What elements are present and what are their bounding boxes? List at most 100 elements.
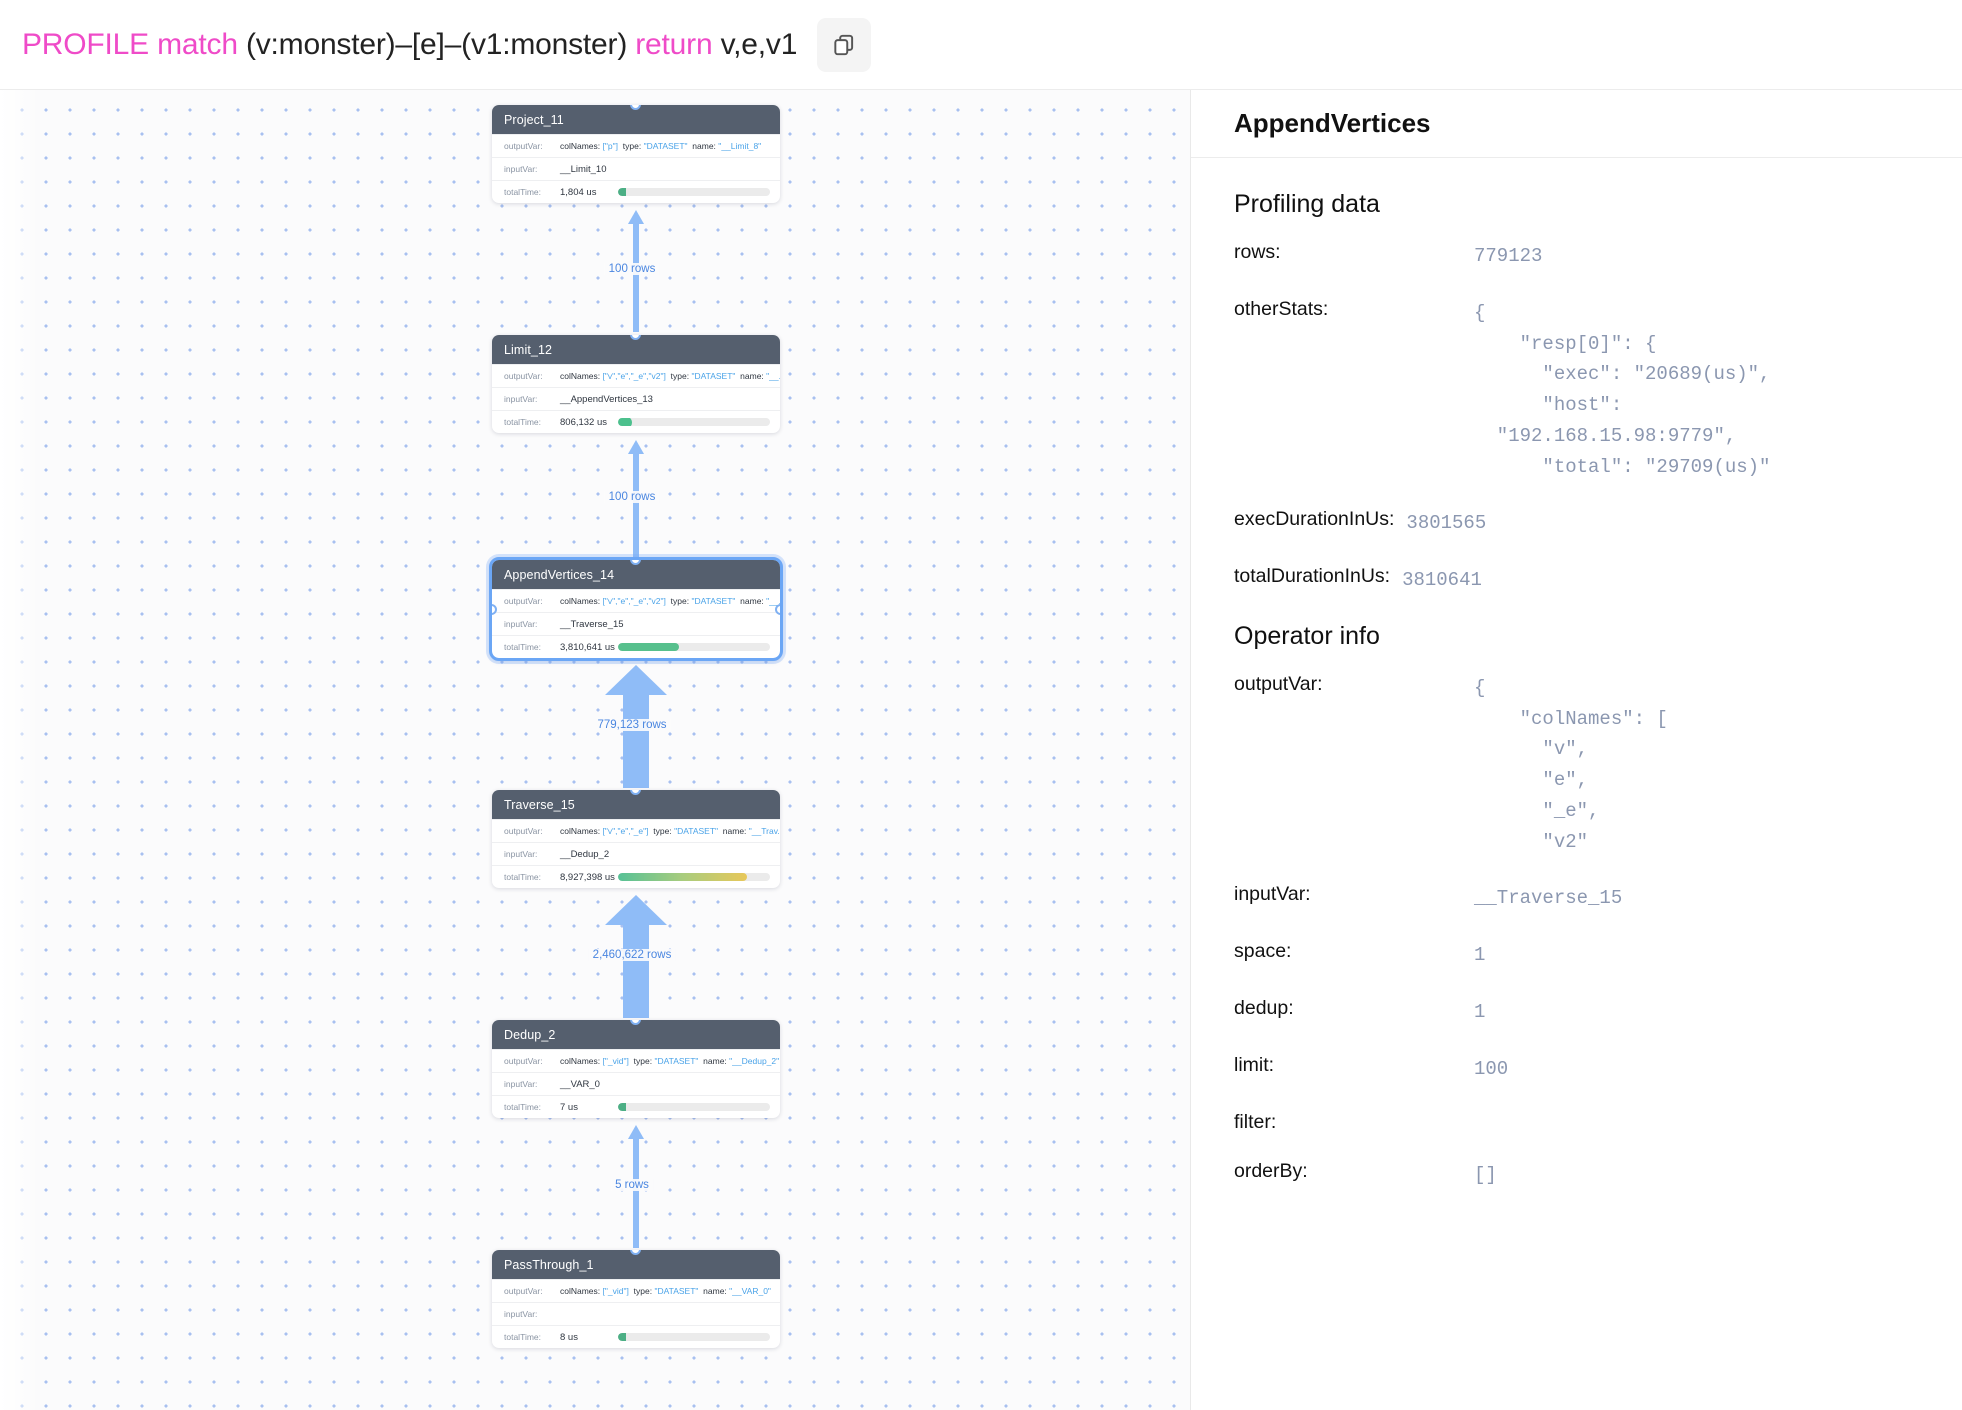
detail-field-value: 1	[1474, 944, 1486, 967]
plan-node-row-value: 1,804 us	[560, 186, 597, 198]
detail-field: limit: 100	[1234, 1054, 1919, 1085]
detail-field-value: 3801565	[1406, 512, 1487, 535]
plan-node-row-key: inputVar:	[504, 1079, 538, 1089]
plan-node-row-value: colNames: ["v","e","_e","v2"] type: "DAT…	[560, 596, 780, 606]
plan-node-title: Dedup_2	[492, 1020, 780, 1049]
plan-node-row-key: outputVar:	[504, 141, 543, 151]
detail-field: totalDurationInUs:3810641	[1234, 565, 1919, 596]
detail-field: space:1	[1234, 940, 1919, 971]
detail-field: dedup:1	[1234, 997, 1919, 1028]
edge-shaft	[633, 224, 639, 332]
total-time-bar	[618, 188, 770, 196]
detail-field-value: { "colNames": [ "v", "e", "_e", "v2"	[1474, 676, 1668, 853]
detail-field-key: outputVar:	[1234, 672, 1323, 695]
operator-detail-panel: AppendVertices Profiling data rows:77912…	[1191, 90, 1962, 1410]
detail-field: inputVar:__Traverse_15	[1234, 883, 1919, 914]
copy-query-button[interactable]	[817, 17, 872, 72]
plan-node-row-value: colNames: ["v","e","_e"] type: "DATASET"…	[560, 826, 780, 836]
detail-field-key: orderBy:	[1234, 1159, 1308, 1182]
node-connector-handle-left[interactable]	[492, 604, 497, 615]
total-time-bar	[618, 1103, 770, 1111]
node-connector-handle-top[interactable]	[630, 790, 641, 795]
plan-node-row: outputVar: colNames: ["p"] type: "DATASET…	[492, 134, 780, 157]
plan-node-row-key: totalTime:	[504, 1332, 542, 1342]
plan-node-row: totalTime: 8 us	[492, 1325, 780, 1348]
edge-shaft	[623, 925, 649, 1018]
node-connector-handle-top[interactable]	[630, 105, 641, 110]
detail-field-key: limit:	[1234, 1053, 1275, 1076]
total-time-bar-fill	[618, 188, 626, 196]
query-fragment: (v:monster)–[e]–(v1:monster)	[237, 27, 636, 61]
query-text: PROFILE match (v:monster)–[e]–(v1:monste…	[22, 28, 797, 62]
query-keyword: match	[157, 27, 238, 61]
plan-node-row-key: totalTime:	[504, 187, 542, 197]
edge-arrowhead	[605, 665, 667, 695]
total-time-bar-fill	[618, 1103, 626, 1111]
node-connector-handle-top[interactable]	[630, 560, 641, 565]
plan-node-row: outputVar: colNames: ["_vid"] type: "DATA…	[492, 1279, 780, 1302]
plan-node-row: totalTime: 1,804 us	[492, 180, 780, 203]
plan-node-row: totalTime: 8,927,398 us	[492, 865, 780, 888]
operator-field-list: outputVar: { "colNames": [ "v", "e", "_e"…	[1234, 673, 1919, 1190]
plan-node-row-value: colNames: ["v","e","_e","v2"] type: "DAT…	[560, 371, 780, 381]
plan-node-row-value: __AppendVertices_13	[560, 393, 653, 405]
detail-field-key: filter:	[1234, 1110, 1277, 1133]
plan-node-row: outputVar: colNames: ["v","e","_e"] type:…	[492, 819, 780, 842]
operator-info-title: Operator info	[1234, 621, 1380, 650]
detail-field: rows:779123	[1234, 241, 1919, 272]
edge-row-count-label: 100 rows	[604, 263, 660, 275]
plan-node-row: outputVar:colNames: ["v","e","_e","v2"] …	[492, 364, 780, 387]
profiling-data-title: Profiling data	[1234, 190, 1380, 218]
edge-row-count-label: 5 rows	[611, 1178, 653, 1191]
plan-node-row: inputVar:	[492, 1302, 780, 1325]
detail-field-value: 779123	[1474, 245, 1543, 267]
node-connector-handle-right[interactable]	[775, 604, 780, 615]
plan-node-row-key: totalTime:	[504, 417, 542, 427]
query-fragment	[149, 28, 157, 61]
plan-node-row-key: outputVar:	[504, 1286, 543, 1296]
plan-node-row: totalTime:7 us	[492, 1095, 780, 1118]
detail-field-value: 3810641	[1402, 569, 1482, 592]
plan-node-row-value: 8 us	[560, 1331, 578, 1343]
total-time-bar-fill	[618, 1333, 626, 1341]
copy-icon	[834, 34, 854, 55]
node-connector-handle-top[interactable]	[630, 1020, 641, 1025]
plan-node-row-value: colNames: ["_vid"] type: "DATASET" name:…	[560, 1286, 771, 1296]
edge-arrowhead	[628, 210, 644, 224]
plan-node-row-key: totalTime:	[504, 1102, 542, 1112]
node-connector-handle-top[interactable]	[630, 335, 641, 340]
node-connector-handle-top[interactable]	[630, 1250, 641, 1255]
query-header: PROFILE match (v:monster)–[e]–(v1:monste…	[0, 0, 1962, 90]
plan-node-row-key: totalTime:	[504, 872, 542, 882]
plan-node-row-value: 806,132 us	[560, 416, 608, 428]
detail-field-key: otherStats:	[1234, 297, 1329, 320]
edge-row-count-label: 100 rows	[604, 491, 660, 503]
detail-field-value: 100	[1474, 1057, 1509, 1080]
plan-node-row-value: 8,927,398 us	[560, 871, 615, 883]
plan-node-row-value: __Limit_10	[560, 163, 607, 175]
query-keyword: return	[635, 27, 713, 61]
plan-node-row-key: outputVar:	[504, 826, 543, 836]
plan-node-row-value: __Traverse_15	[560, 618, 624, 630]
plan-node-row: outputVar:colNames: ["v","e","_e","v2"] …	[492, 589, 780, 612]
panel-body: Profiling data rows:779123 otherStats: { "…	[1191, 158, 1962, 1190]
plan-node-row-key: inputVar:	[504, 164, 538, 174]
plan-node-row: inputVar:__AppendVertices_13	[492, 387, 780, 410]
plan-node-row: inputVar:__Traverse_15	[492, 612, 780, 635]
total-time-bar-fill	[618, 873, 748, 881]
total-time-bar-fill	[618, 643, 679, 651]
plan-node-row-value: 3,810,641 us	[560, 641, 615, 653]
total-time-bar	[618, 418, 770, 426]
query-fragment: v,e,v1	[712, 27, 798, 61]
plan-node-row-value: colNames: ["p"] type: "DATASET" name: "_…	[560, 141, 762, 151]
edge-arrowhead	[605, 895, 667, 925]
